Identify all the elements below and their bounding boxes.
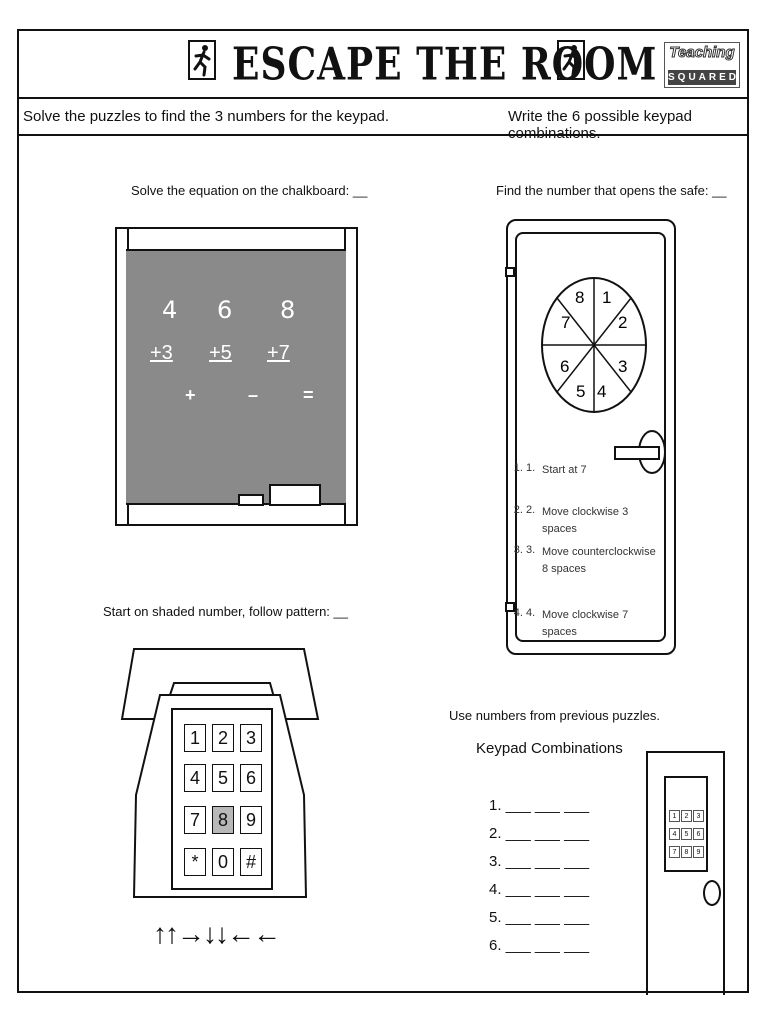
step-text: Move clockwise 7 spaces (542, 609, 629, 638)
safe-step: 2. Move clockwise 3 spaces (526, 504, 666, 535)
door-key: 6 (693, 828, 704, 840)
runner-svg (193, 45, 211, 77)
door-key: 5 (681, 828, 692, 840)
running-person-exit-icon (188, 40, 216, 80)
safe-hinge (505, 602, 515, 612)
chalk-operator: = (303, 385, 314, 405)
runner-svg (562, 45, 580, 77)
phone-key[interactable]: 8 (212, 806, 234, 834)
instructions-left: Solve the puzzles to find the 3 numbers … (23, 108, 390, 125)
step-text: Move counterclockwise 8 spaces (542, 546, 656, 575)
step-number: 3. (526, 544, 536, 556)
step-text: Start at 7 (542, 464, 587, 476)
title-bar (17, 29, 749, 99)
combinations-title: Keypad Combinations (476, 740, 623, 757)
door-key: 3 (693, 810, 704, 822)
door-key: 9 (693, 846, 704, 858)
door-key: 1 (669, 810, 680, 822)
combination-line[interactable]: 6. ___ ___ ___ (489, 937, 590, 954)
safe-handle[interactable] (612, 428, 668, 476)
chalkboard-prompt: Solve the equation on the chalkboard: __ (131, 183, 368, 198)
step-number: 4. (526, 607, 536, 619)
worksheet-frame (17, 29, 749, 993)
safe-body (506, 219, 676, 655)
step-number: 2. (526, 504, 536, 516)
door-key: 2 (681, 810, 692, 822)
door-key: 7 (669, 846, 680, 858)
phone-key[interactable]: # (240, 848, 262, 876)
dial-number: 3 (618, 357, 627, 376)
combination-line[interactable]: 5. ___ ___ ___ (489, 909, 590, 926)
chalk-number: 4 (162, 296, 178, 324)
phone-key[interactable]: 5 (212, 764, 234, 792)
dial-number: 8 (575, 288, 584, 307)
phone-key[interactable]: 0 (212, 848, 234, 876)
safe-step: 4. Move clockwise 7 spaces (526, 607, 666, 638)
chalk-operator: + (185, 385, 196, 405)
logo-top-text: Teaching (669, 44, 735, 62)
phone-key[interactable]: 9 (240, 806, 262, 834)
page-title: ESCAPE THE ROOM (232, 38, 658, 91)
logo-bottom-text: SQUARED (668, 70, 740, 85)
exit-door (646, 751, 725, 995)
teaching-squared-logo: Teaching SQUARED (664, 42, 740, 88)
safe-dial[interactable]: 1 2 3 4 5 6 7 8 (535, 277, 655, 417)
door-key: 8 (681, 846, 692, 858)
instructions-right: Write the 6 possible keypad combinations… (508, 108, 692, 142)
chalkboard-surface (126, 249, 346, 505)
chalk-piece (238, 494, 264, 506)
safe-hinge (505, 267, 515, 277)
dial-number: 4 (597, 382, 606, 401)
safe-step: 1. Start at 7 (526, 462, 666, 476)
divider (17, 134, 749, 136)
phone-key[interactable]: * (184, 848, 206, 876)
dial-number: 1 (602, 288, 611, 307)
combination-line[interactable]: 4. ___ ___ ___ (489, 881, 590, 898)
combination-line[interactable]: 1. ___ ___ ___ (489, 797, 590, 814)
safe-prompt: Find the number that opens the safe: __ (496, 183, 727, 198)
door-keypad (664, 776, 708, 872)
door-key: 4 (669, 828, 680, 840)
dial-number: 5 (576, 382, 585, 401)
combination-line[interactable]: 3. ___ ___ ___ (489, 853, 590, 870)
phone-key[interactable]: 3 (240, 724, 262, 752)
phone-key[interactable]: 7 (184, 806, 206, 834)
board-eraser (269, 484, 321, 506)
running-person-exit-icon (557, 40, 585, 80)
arrow-pattern: ↑↑→↓↓←← (153, 918, 281, 949)
chalk-addend: +7 (267, 342, 290, 364)
chalk-addend: +5 (209, 342, 232, 364)
combinations-note: Use numbers from previous puzzles. (449, 708, 660, 723)
phone-key[interactable]: 1 (184, 724, 206, 752)
dial-number: 7 (561, 313, 570, 332)
chalk-operator: – (248, 385, 259, 405)
step-number: 1. (526, 462, 536, 474)
phone-key[interactable]: 2 (212, 724, 234, 752)
phone-key[interactable]: 6 (240, 764, 262, 792)
safe-door (515, 232, 666, 642)
door-knob[interactable] (703, 880, 721, 906)
combination-line[interactable]: 2. ___ ___ ___ (489, 825, 590, 842)
chalk-number: 6 (217, 296, 233, 324)
chalk-addend: +3 (150, 342, 173, 364)
safe-step: 3. Move counterclockwise 8 spaces (526, 544, 666, 575)
dial-number: 2 (618, 313, 627, 332)
step-text: Move clockwise 3 spaces (542, 506, 629, 535)
dial-number: 6 (560, 357, 569, 376)
phone-prompt: Start on shaded number, follow pattern: … (103, 604, 348, 619)
chalk-number: 8 (280, 296, 296, 324)
phone-key[interactable]: 4 (184, 764, 206, 792)
